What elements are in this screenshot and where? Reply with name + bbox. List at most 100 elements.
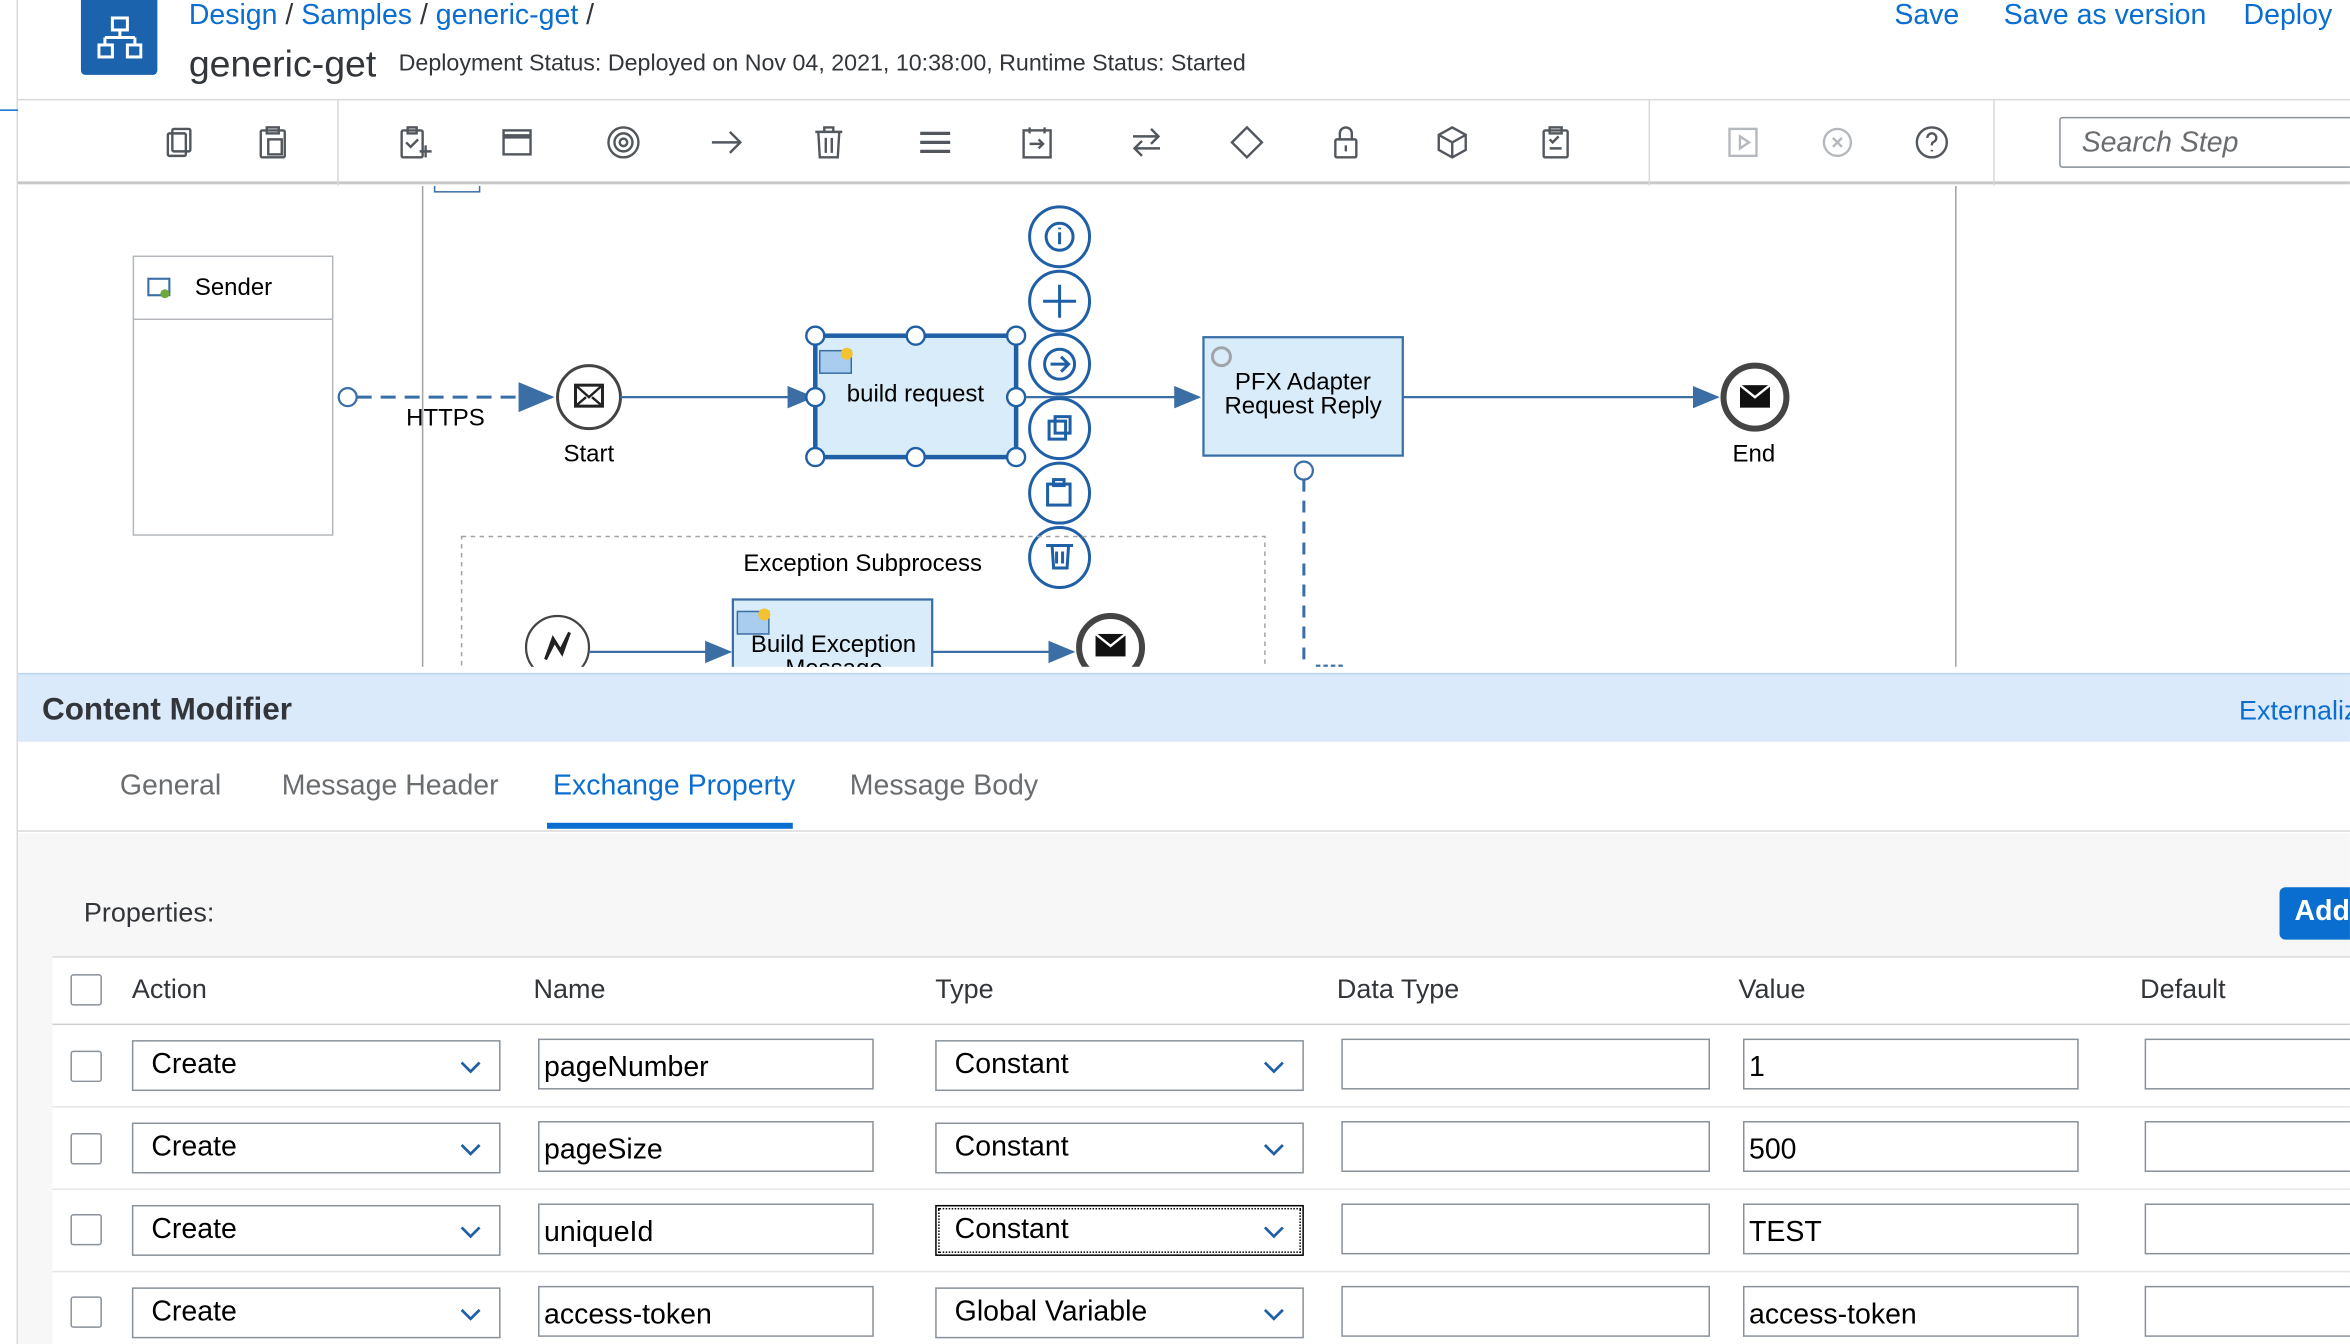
stop-simulation-icon[interactable] [1815,120,1860,165]
call-icon[interactable] [1015,120,1060,165]
paste-icon[interactable] [250,120,295,165]
properties-tabbar [17,741,2350,832]
name-input[interactable]: uniqueId [538,1203,874,1255]
service-task-icon [1210,346,1232,368]
copy-icon[interactable] [157,120,202,165]
action-select[interactable]: Create [131,1287,501,1339]
type-select-value: Constant [954,1213,1069,1246]
breadcrumb-separator: / [586,0,595,32]
copy-step-icon [1028,397,1092,461]
window-icon[interactable] [495,120,540,165]
action-select[interactable]: Create [131,1122,501,1174]
name-input[interactable]: pageNumber [538,1038,874,1090]
data-type-input[interactable] [1341,1285,1711,1337]
column-header-data-type: Data Type [1336,974,1460,1005]
action-select-value: Create [151,1049,237,1081]
default-input[interactable] [2144,1203,2350,1255]
row-checkbox[interactable] [70,1296,102,1328]
tab-general[interactable]: General [119,770,222,802]
type-select[interactable]: Global Variable [935,1287,1304,1339]
name-input[interactable]: access-token [538,1285,874,1337]
build-exception-step-line1[interactable]: Build Exception [750,632,917,658]
default-input[interactable] [2144,1285,2350,1337]
build-exception-step-line2[interactable]: Message [785,656,882,666]
default-input[interactable] [2144,1121,2350,1172]
row-checkbox[interactable] [70,1133,102,1165]
select-all-checkbox[interactable] [70,974,102,1006]
default-input[interactable] [2144,1038,2350,1090]
chevron-down-icon [1263,1061,1284,1074]
name-input[interactable]: pageSize [538,1121,874,1172]
chevron-down-icon [1263,1226,1284,1239]
data-type-input[interactable] [1341,1203,1711,1255]
deployment-status-text: Deployment Status: Deployed on Nov 04, 2… [398,50,1246,77]
chevron-down-icon [460,1226,481,1239]
chevron-down-icon [1263,1308,1284,1321]
breadcrumb-design-link[interactable]: Design [188,0,278,32]
exchange-icon[interactable] [1124,120,1169,165]
target-icon[interactable] [601,120,646,165]
row-checkbox[interactable] [70,1050,102,1083]
error-start-event-icon [524,614,591,667]
build-request-step[interactable]: build request [846,382,985,408]
gateway-icon[interactable] [1224,120,1269,165]
https-channel-label[interactable]: HTTPS [406,406,485,432]
row-checkbox[interactable] [70,1213,102,1246]
delete-step-icon [1028,526,1092,589]
type-select-value: Constant [954,1131,1069,1163]
save-as-version-button[interactable]: Save as version [2003,0,2207,32]
value-input[interactable]: 500 [1742,1121,2079,1172]
tab-message-header[interactable]: Message Header [281,770,499,802]
breadcrumb-generic-get-link[interactable]: generic-get [435,0,579,32]
flow-diagram [132,185,1957,667]
add-property-button[interactable]: Add [2279,887,2350,940]
deploy-button[interactable]: Deploy [2243,0,2333,32]
chevron-down-icon [460,1308,481,1321]
simulate-icon[interactable] [1721,120,1766,165]
action-select-value: Create [151,1213,237,1246]
data-type-input[interactable] [1341,1038,1711,1090]
active-tab-indicator [547,822,793,829]
column-header-value: Value [1738,974,1806,1005]
chevron-down-icon [460,1061,481,1074]
sender-icon [147,277,171,297]
type-select[interactable]: Constant [935,1040,1304,1092]
value-input[interactable]: access-token [1742,1285,2079,1337]
externalize-link[interactable]: Externaliz [2239,695,2350,726]
palette-toolbar: Search Step [17,98,2350,186]
tab-exchange-property[interactable]: Exchange Property [553,770,796,802]
clipboard-check-icon[interactable] [1533,120,1578,165]
help-icon[interactable] [1909,120,1954,165]
column-header-default: Default [2140,974,2226,1005]
delete-icon[interactable] [806,120,851,165]
column-header-action: Action [131,974,207,1005]
chevron-down-icon [1263,1144,1284,1156]
action-select[interactable]: Create [131,1204,501,1256]
lock-icon[interactable] [1323,120,1368,165]
value-input[interactable]: 1 [1742,1038,2079,1090]
pfx-adapter-step-line1[interactable]: PFX Adapter [1234,370,1371,396]
tab-message-body[interactable]: Message Body [849,770,1039,802]
value-input[interactable]: TEST [1742,1203,2079,1255]
breadcrumb-samples-link[interactable]: Samples [301,0,413,32]
integration-flow-app-icon [80,0,158,75]
save-button[interactable]: Save [1894,0,1960,32]
menu-icon[interactable] [913,120,958,165]
cube-icon[interactable] [1430,120,1475,165]
panel-title: Content Modifier [41,692,292,727]
data-type-input[interactable] [1341,1121,1711,1172]
search-step-input[interactable]: Search Step [2059,116,2350,168]
pfx-adapter-step-line2[interactable]: Request Reply [1224,394,1382,420]
type-select[interactable]: Constant [935,1204,1304,1256]
column-header-type: Type [935,974,994,1005]
left-nav-strip [0,0,18,1344]
type-select[interactable]: Constant [935,1122,1304,1174]
breadcrumb-separator: / [285,0,294,32]
add-step-icon[interactable] [393,120,438,165]
breadcrumb-separator: / [419,0,428,32]
properties-label: Properties: [83,897,215,928]
type-select-value: Global Variable [954,1296,1148,1328]
action-select[interactable]: Create [131,1040,501,1092]
integration-flow-canvas[interactable]: Sender HTTPS Start build request PFX Ada… [17,185,2350,667]
arrow-right-icon[interactable] [704,120,749,165]
